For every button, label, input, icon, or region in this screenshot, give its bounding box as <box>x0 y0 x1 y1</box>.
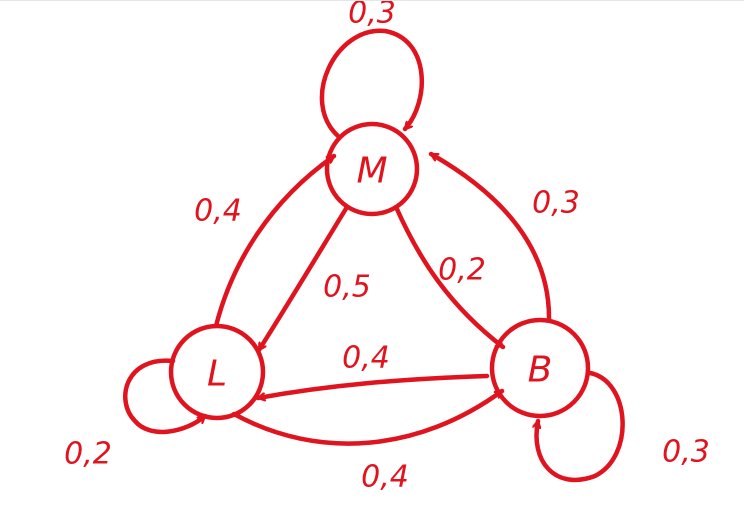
edge-m-l-arrow <box>256 204 350 353</box>
edge-l-m-arrow <box>213 153 337 329</box>
edge-m-m-label: 0,3 <box>348 1 396 31</box>
edge-l-m-label: 0,4 <box>194 194 242 229</box>
node-l: L <box>168 323 266 421</box>
node-m: M <box>324 121 420 217</box>
node-l-label: L <box>207 354 227 395</box>
node-m-label: M <box>356 151 387 192</box>
edge-l-l-label: 0,2 <box>64 437 112 472</box>
edge-l-b-label: 0,4 <box>361 460 409 495</box>
node-b: B <box>489 317 591 419</box>
edge-b-l-label: 0,4 <box>342 341 390 376</box>
node-m-circle <box>324 121 420 217</box>
edge-m-m-arrow <box>319 28 424 139</box>
edge-b-b-label: 0,3 <box>662 435 710 470</box>
node-b-label: B <box>528 350 553 391</box>
edge-b-b-arrow <box>537 370 625 483</box>
edge-b-m-arrow <box>428 151 552 323</box>
edge-m-l-label: 0,5 <box>323 270 371 305</box>
edge-m-b-arrow <box>393 204 506 350</box>
edge-l-b-arrow <box>231 388 505 446</box>
edge-b-m-label: 0,3 <box>532 186 580 221</box>
edge-b-l-arrow <box>255 373 490 398</box>
edge-l-l-arrow <box>123 358 208 435</box>
edge-m-b-label: 0,2 <box>438 253 486 288</box>
node-b-circle <box>489 317 591 419</box>
